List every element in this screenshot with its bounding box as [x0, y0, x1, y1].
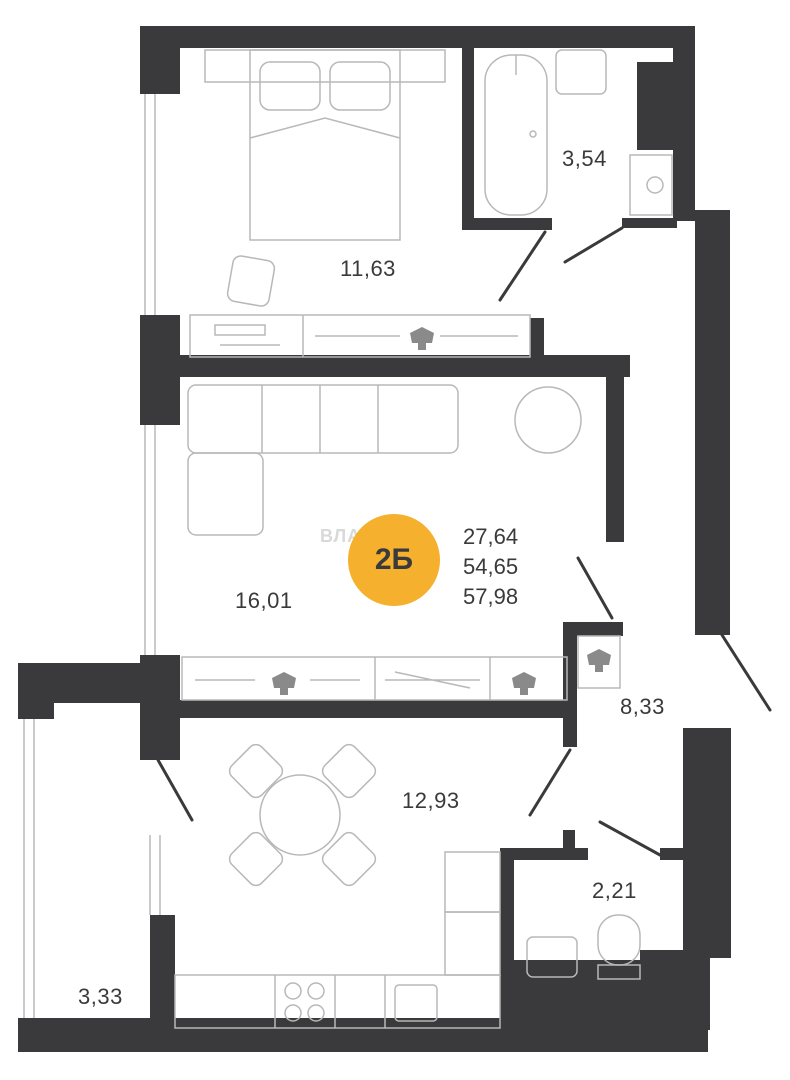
dining-chair — [321, 743, 377, 799]
wall-bath-left — [462, 40, 474, 228]
wall-kitchen-left — [150, 915, 175, 1030]
dining-table — [259, 774, 341, 856]
wall-top-right — [673, 26, 695, 221]
apartment-type: 2Б — [374, 543, 414, 576]
wall-wc-stub — [563, 830, 575, 858]
pillow-right — [329, 61, 391, 111]
area-summary: 27,64 54,65 57,98 — [463, 522, 518, 612]
toilet — [597, 914, 641, 966]
wall-bottom-right — [640, 950, 710, 1030]
apartment-type-badge: 2Б — [348, 514, 440, 606]
dining-chair — [228, 743, 284, 799]
wc-sink — [526, 936, 578, 978]
hanger-icon — [272, 327, 611, 695]
chair — [226, 255, 276, 307]
sofa-chaise — [187, 452, 264, 536]
bathroom-sink — [555, 49, 607, 95]
room-area-bathroom: 3,54 — [562, 146, 607, 171]
toilet-tank — [597, 964, 641, 980]
walls — [18, 26, 731, 1052]
room-area-balcony: 3,33 — [78, 984, 123, 1009]
armchair — [514, 386, 582, 454]
wall-right-upper — [695, 210, 730, 635]
wall-left-mid — [140, 315, 180, 425]
pillow-left — [259, 61, 321, 111]
bed-blanket — [249, 117, 401, 139]
wall-top-left — [140, 26, 180, 94]
total-area-with-balcony: 57,98 — [463, 584, 519, 609]
wall-bath-bottom — [462, 218, 552, 230]
wall-hall-left — [563, 622, 577, 747]
doors — [156, 226, 772, 857]
wall-living-kitchen — [180, 700, 570, 718]
room-area-hallway: 8,33 — [620, 694, 665, 719]
wall-wc-left — [500, 848, 514, 968]
room-area-bedroom: 11,63 — [340, 256, 396, 281]
sofa — [187, 384, 459, 454]
bed — [249, 49, 401, 241]
dishwasher — [444, 911, 501, 976]
wall-balcony-corner — [18, 663, 54, 719]
bathtub — [484, 54, 548, 216]
wall-wc-door — [660, 848, 700, 860]
fridge — [444, 851, 501, 913]
wall-living-right — [606, 360, 624, 542]
kitchen-counter — [174, 974, 501, 1029]
bed-headboard — [204, 49, 446, 83]
bedroom-closet — [189, 314, 531, 358]
washing-machine — [629, 154, 673, 216]
wall-hall-closet-top — [563, 622, 623, 636]
hall-closet — [577, 635, 621, 689]
dining-chair — [228, 831, 284, 887]
room-area-living-room: 16,01 — [235, 588, 293, 613]
windows — [23, 94, 161, 1018]
wall-bottom-left — [18, 1018, 54, 1052]
wall-bottom — [18, 1018, 708, 1052]
wall-closet-end — [530, 318, 544, 363]
kitchen-sink — [394, 984, 438, 1022]
room-area-wc: 2,21 — [592, 878, 637, 903]
wall-bedroom-living — [180, 355, 630, 377]
wall-top — [140, 26, 695, 48]
dining-chair — [321, 831, 377, 887]
room-area-kitchen: 12,93 — [402, 788, 460, 813]
wall-right-lower — [683, 728, 731, 958]
wall-bath-bottom-right — [622, 218, 677, 228]
total-area: 54,65 — [463, 554, 519, 579]
wall-bath-pillar — [637, 62, 677, 150]
furniture — [174, 49, 673, 1029]
living-area: 27,64 — [463, 524, 519, 549]
